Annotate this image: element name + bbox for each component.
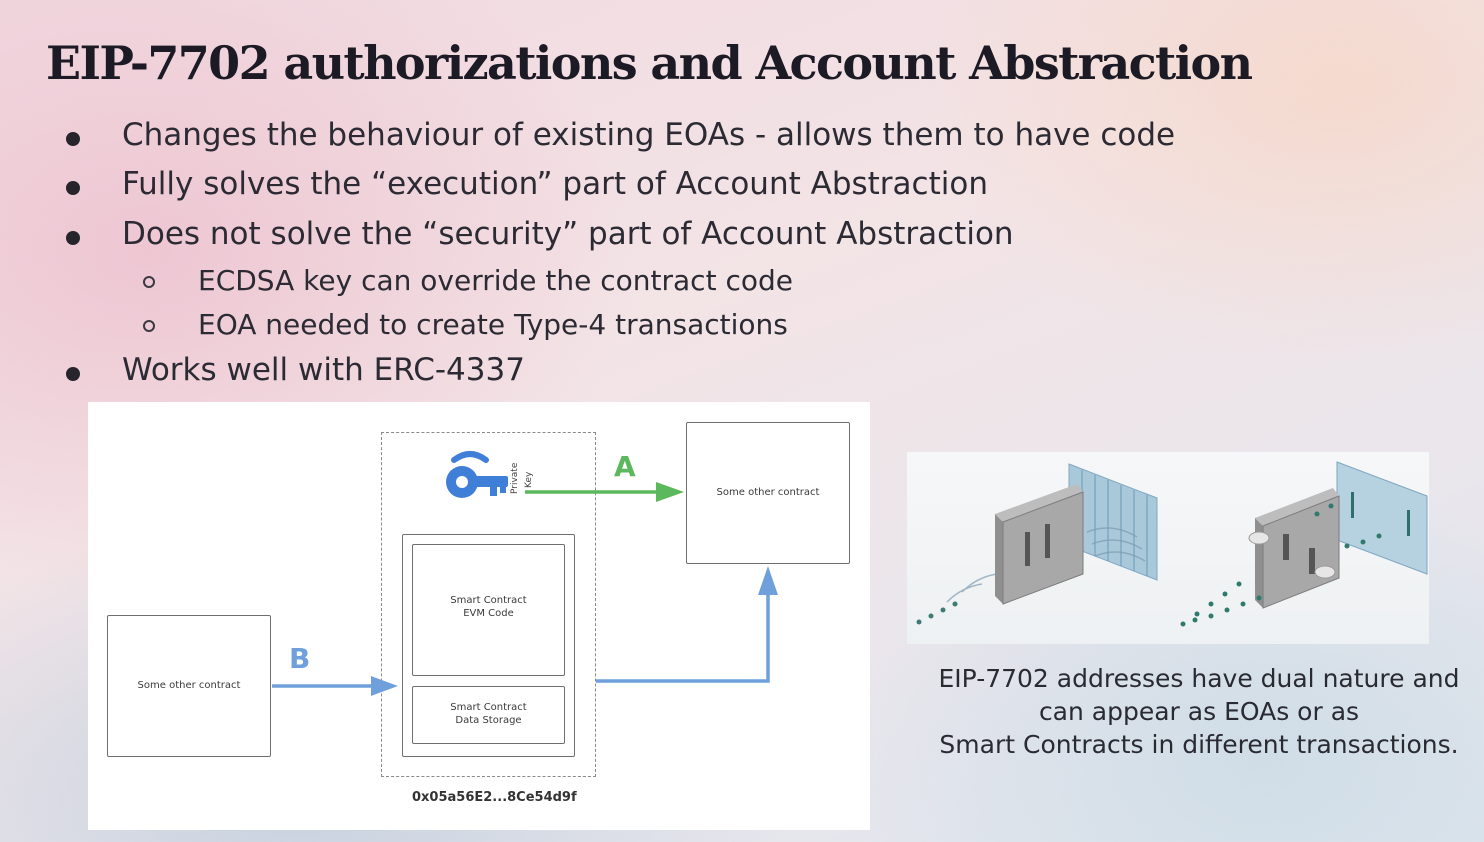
data-storage-label-2: Data Storage — [455, 715, 522, 726]
diagram-arrows — [272, 482, 778, 696]
bullet-item: Fully solves the “execution” part of Acc… — [122, 166, 988, 202]
bullet-dot — [66, 132, 80, 146]
arrow-a-label: A — [614, 450, 636, 483]
bullet-dot — [66, 181, 80, 195]
evm-code-label-1: Smart Contract — [450, 595, 527, 606]
illustration-caption: EIP-7702 addresses have dual nature and … — [905, 662, 1484, 761]
eip7702-diagram: Some other contract Some other contract … — [88, 402, 870, 830]
arrow-b-label: B — [289, 642, 311, 675]
evm-code-label-2: EVM Code — [463, 608, 514, 619]
caption-line-2: can appear as EOAs or as — [1038, 697, 1360, 726]
data-storage-box — [412, 686, 565, 744]
right-contract-box — [686, 422, 850, 564]
bullet-item: Works well with ERC-4337 — [122, 352, 525, 388]
slide-title: EIP-7702 authorizations and Account Abst… — [46, 36, 1253, 90]
sub-bullet-ring — [143, 320, 155, 332]
sub-bullet-ring — [143, 276, 155, 288]
bullet-dot — [66, 367, 80, 381]
bullet-item: Does not solve the “security” part of Ac… — [122, 216, 1014, 252]
sub-bullet-item: EOA needed to create Type-4 transactions — [198, 308, 788, 341]
dual-nature-illustration — [907, 452, 1429, 644]
left-contract-box — [107, 615, 271, 757]
dual-slit-illustration — [916, 461, 1428, 627]
bullet-item: Changes the behaviour of existing EOAs -… — [122, 117, 1176, 153]
bullet-dot — [66, 231, 80, 245]
caption-line-3: Smart Contracts in different transaction… — [939, 730, 1459, 759]
left-contract-label: Some other contract — [137, 680, 241, 691]
eoa-dashed-region — [381, 432, 596, 777]
key-icon — [446, 451, 508, 498]
data-storage-label-1: Smart Contract — [450, 702, 527, 713]
contract-address: 0x05a56E2...8Ce54d9f — [412, 790, 577, 805]
evm-code-box — [412, 544, 565, 676]
sub-bullet-item: ECDSA key can override the contract code — [198, 264, 793, 297]
right-contract-label: Some other contract — [716, 487, 820, 498]
caption-line-1: EIP-7702 addresses have dual nature and — [938, 664, 1460, 693]
